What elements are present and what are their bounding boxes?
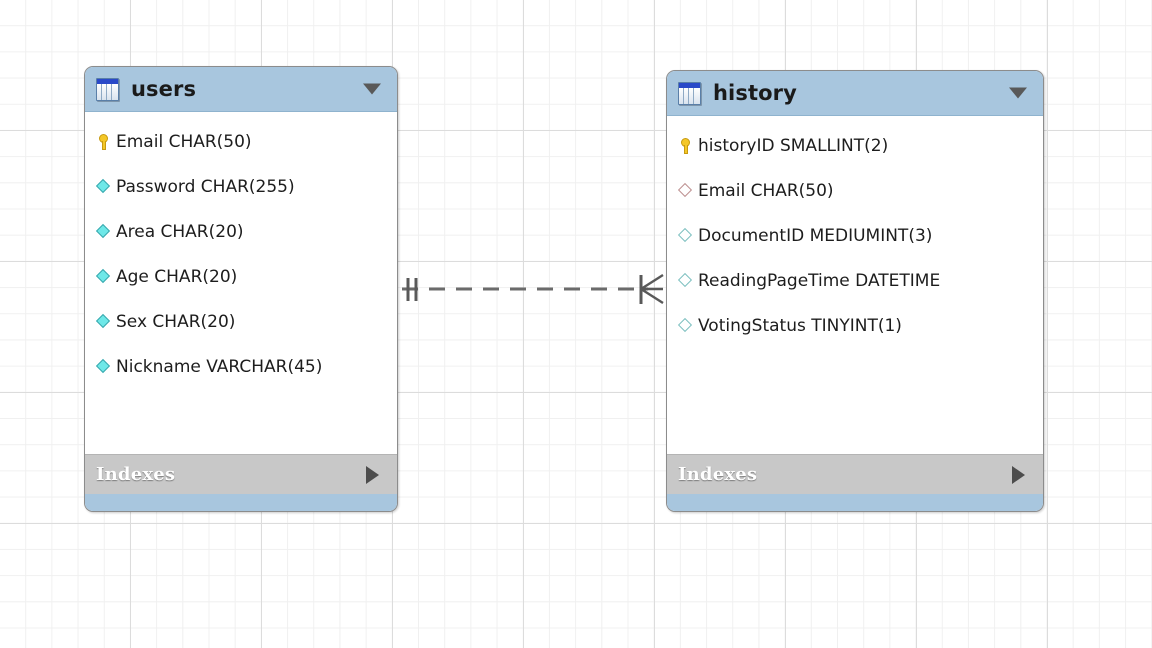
key-icon bbox=[96, 133, 112, 151]
column-label: Email CHAR(50) bbox=[698, 180, 834, 201]
column-label: historyID SMALLINT(2) bbox=[698, 135, 889, 156]
crows-foot-prong bbox=[640, 273, 664, 291]
diamond-hollow-icon bbox=[678, 272, 694, 290]
column-label: DocumentID MEDIUMINT(3) bbox=[698, 225, 933, 246]
chevron-right-icon[interactable] bbox=[1012, 465, 1025, 484]
table-users-title: users bbox=[131, 77, 197, 101]
table-history-columns: historyID SMALLINT(2) Email CHAR(50) Doc… bbox=[667, 116, 1043, 348]
column-label: Area CHAR(20) bbox=[116, 221, 244, 242]
table-users-footer: Indexes bbox=[85, 454, 397, 511]
column-label: Nickname VARCHAR(45) bbox=[116, 356, 323, 377]
diamond-filled-icon bbox=[96, 313, 112, 331]
column-row[interactable]: VotingStatus TINYINT(1) bbox=[667, 303, 1043, 348]
diamond-filled-icon bbox=[96, 223, 112, 241]
column-row[interactable]: Area CHAR(20) bbox=[85, 209, 397, 254]
column-row[interactable]: Sex CHAR(20) bbox=[85, 299, 397, 344]
column-label: Sex CHAR(20) bbox=[116, 311, 236, 332]
column-label: Password CHAR(255) bbox=[116, 176, 295, 197]
column-row[interactable]: Password CHAR(255) bbox=[85, 164, 397, 209]
column-row[interactable]: Email CHAR(50) bbox=[667, 168, 1043, 213]
column-label: ReadingPageTime DATETIME bbox=[698, 270, 941, 291]
diamond-filled-icon bbox=[96, 268, 112, 286]
indexes-label: Indexes bbox=[678, 464, 758, 485]
table-bottom-strip bbox=[85, 494, 397, 511]
table-users-columns: Email CHAR(50) Password CHAR(255) Area C… bbox=[85, 112, 397, 389]
table-bottom-strip bbox=[667, 494, 1043, 511]
diamond-fk-icon bbox=[678, 182, 694, 200]
table-icon bbox=[678, 81, 701, 105]
indexes-section[interactable]: Indexes bbox=[85, 454, 397, 494]
table-users-header[interactable]: users bbox=[85, 67, 397, 112]
column-row[interactable]: Email CHAR(50) bbox=[85, 119, 397, 164]
column-row[interactable]: ReadingPageTime DATETIME bbox=[667, 258, 1043, 303]
key-icon bbox=[678, 137, 694, 155]
column-row[interactable]: historyID SMALLINT(2) bbox=[667, 123, 1043, 168]
table-history-footer: Indexes bbox=[667, 454, 1043, 511]
crows-foot-prong bbox=[640, 287, 664, 305]
column-label: VotingStatus TINYINT(1) bbox=[698, 315, 902, 336]
column-row[interactable]: Nickname VARCHAR(45) bbox=[85, 344, 397, 389]
diamond-filled-icon bbox=[96, 178, 112, 196]
column-row[interactable]: Age CHAR(20) bbox=[85, 254, 397, 299]
indexes-section[interactable]: Indexes bbox=[667, 454, 1043, 494]
indexes-label: Indexes bbox=[96, 464, 176, 485]
chevron-down-icon[interactable] bbox=[1009, 87, 1027, 99]
chevron-right-icon[interactable] bbox=[366, 465, 379, 484]
table-icon bbox=[96, 77, 119, 101]
column-label: Age CHAR(20) bbox=[116, 266, 238, 287]
diamond-filled-icon bbox=[96, 358, 112, 376]
table-history-header[interactable]: history bbox=[667, 71, 1043, 116]
table-history-title: history bbox=[713, 81, 797, 105]
column-row[interactable]: DocumentID MEDIUMINT(3) bbox=[667, 213, 1043, 258]
chevron-down-icon[interactable] bbox=[363, 83, 381, 95]
table-users[interactable]: users Email CHAR(50) Password CHAR(255) … bbox=[84, 66, 398, 512]
diamond-hollow-icon bbox=[678, 317, 694, 335]
table-history[interactable]: history historyID SMALLINT(2) Email CHAR… bbox=[666, 70, 1044, 512]
column-label: Email CHAR(50) bbox=[116, 131, 252, 152]
diamond-hollow-icon bbox=[678, 227, 694, 245]
